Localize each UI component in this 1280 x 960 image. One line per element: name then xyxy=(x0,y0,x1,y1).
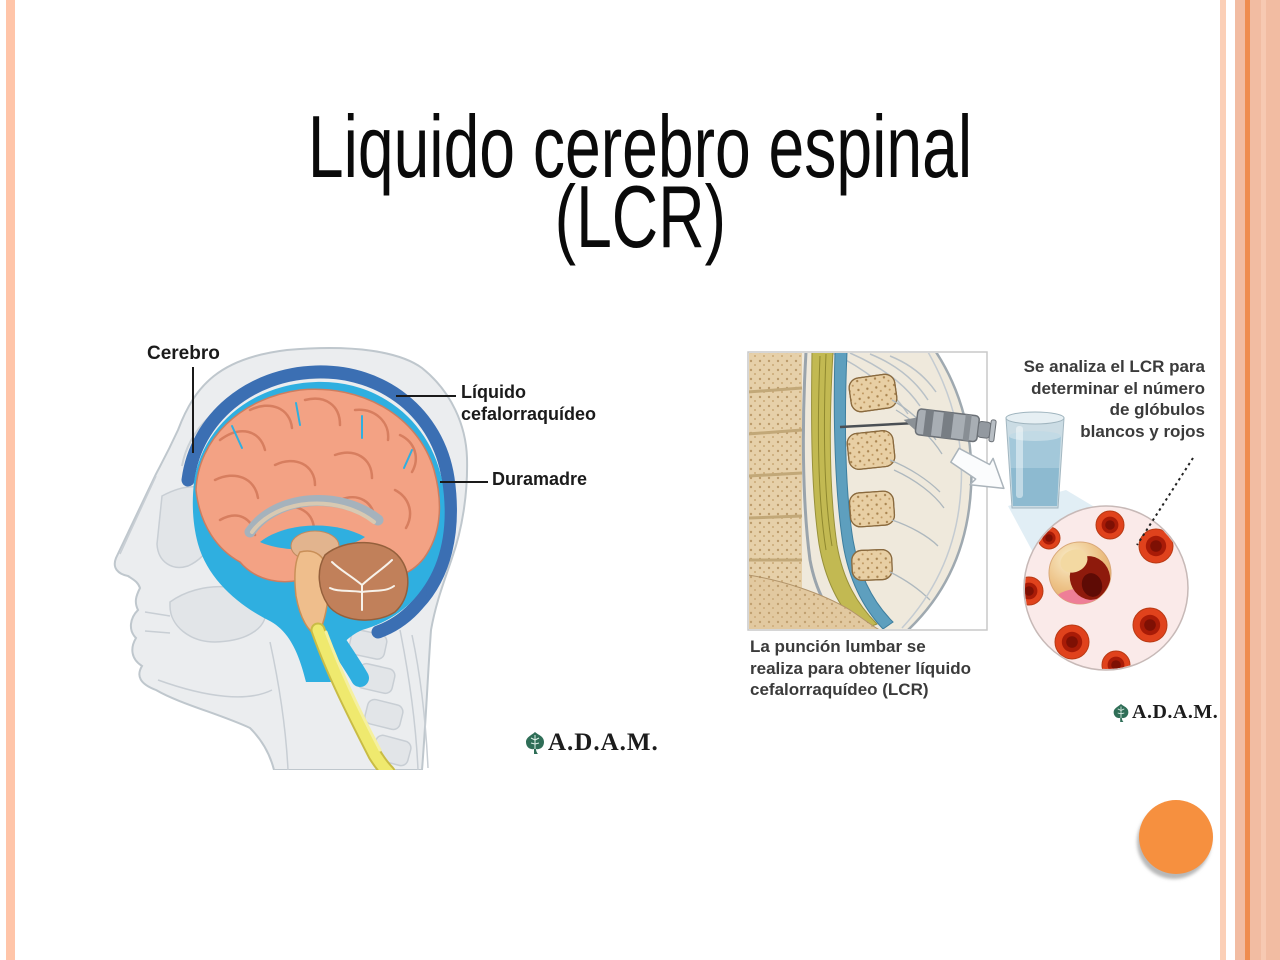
lumbar-puncture-illustration xyxy=(747,351,1194,671)
title-line-2: (LCR) xyxy=(554,167,726,266)
right-border-stripe xyxy=(1220,0,1226,960)
cerebellum xyxy=(318,541,409,621)
title-line-1: Liquido cerebro espinal xyxy=(307,97,973,196)
sample-cup xyxy=(1005,411,1065,509)
label-pointer-lines xyxy=(192,367,488,483)
arbor-vitae xyxy=(329,559,395,611)
ligamentum-flavum xyxy=(811,353,878,629)
spinous-processes xyxy=(846,373,898,581)
ligament-strands xyxy=(817,353,833,551)
adam-leaf-icon xyxy=(524,731,546,755)
adam-leaf-icon xyxy=(1112,703,1130,723)
spinal-cord xyxy=(310,622,396,770)
csf-channel xyxy=(833,353,894,629)
adam-logo-text: A.D.A.M. xyxy=(548,729,659,756)
page-title: Liquido cerebro espinal (LCR) xyxy=(0,97,1280,266)
head-cross-section-illustration xyxy=(113,347,488,770)
caption-analysis: Se analiza el LCR para determinar el núm… xyxy=(1023,357,1205,441)
sulci-csf-lines xyxy=(231,402,413,469)
needle xyxy=(839,421,917,429)
right-border-stripe-dark xyxy=(1245,0,1250,960)
adam-logo: A.D.A.M. xyxy=(1112,701,1218,724)
label-duramadre: Duramadre xyxy=(492,469,588,489)
red-blood-cells xyxy=(1025,510,1174,669)
cerebrum xyxy=(195,388,441,586)
right-border-stripe xyxy=(1250,0,1261,960)
skin-line xyxy=(907,353,973,629)
adam-logo-text: A.D.A.M. xyxy=(1132,701,1219,723)
blood-magnifier-circle xyxy=(1023,457,1194,671)
right-border-stripe xyxy=(1266,0,1280,960)
accent-circle xyxy=(1139,800,1213,874)
lens-pointer-line xyxy=(1136,457,1194,546)
left-border-stripe xyxy=(6,0,15,960)
spine-panel-art xyxy=(749,353,973,629)
syringe xyxy=(839,408,997,443)
flow-arrow-icon xyxy=(950,447,1005,490)
label-cerebro: Cerebro xyxy=(147,343,220,364)
right-border-stripe xyxy=(1235,0,1245,960)
label-liquido-cefalorraquideo: Líquido cefalorraquídeo xyxy=(461,382,597,424)
right-border-stripe xyxy=(1261,0,1266,960)
caption-procedure: La punción lumbar se realiza para obtene… xyxy=(750,637,972,699)
white-blood-cell xyxy=(1048,541,1112,605)
adam-logo: A.D.A.M. xyxy=(524,729,659,757)
